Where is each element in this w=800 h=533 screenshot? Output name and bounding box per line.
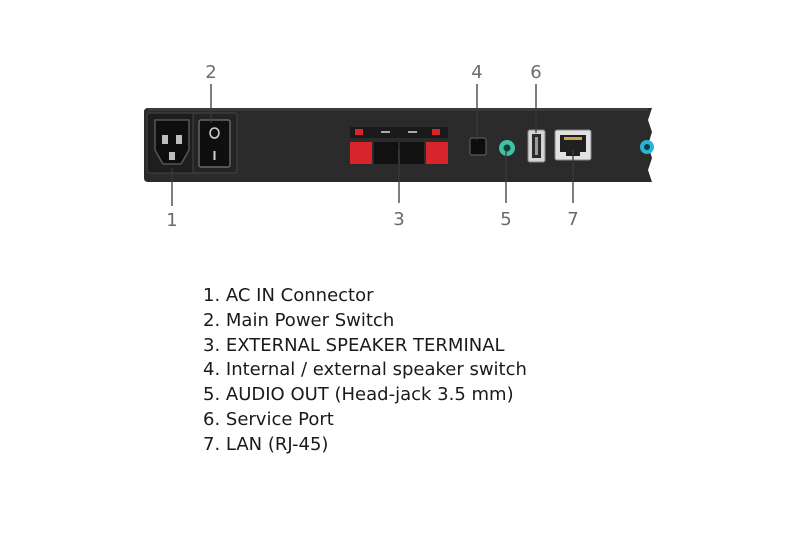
leader-lines	[171, 84, 574, 206]
rocker-switch-icon	[198, 119, 231, 168]
callout-4: 4	[471, 62, 482, 83]
legend-item-7: 7. LAN (RJ-45)	[203, 433, 329, 455]
callout-5: 5	[500, 209, 511, 230]
legend-item-5: 5. AUDIO OUT (Head-jack 3.5 mm)	[203, 384, 514, 406]
legend-item-6: 6. Service Port	[203, 408, 334, 430]
callout-7: 7	[567, 209, 578, 230]
rear-panel-diagram: 1 2 3 4 5 6 7	[144, 62, 654, 231]
lan-port	[554, 129, 592, 161]
audio-out-jack	[499, 140, 515, 156]
legend-item-4: 4. Internal / external speaker switch	[203, 359, 527, 381]
speaker-select-switch	[469, 137, 487, 156]
slide-switch-icon	[469, 137, 487, 156]
cyan-port	[640, 140, 654, 154]
callout-1: 1	[166, 210, 177, 231]
callout-3: 3	[393, 209, 404, 230]
legend-list: 1. AC IN Connector 2. Main Power Switch …	[203, 284, 527, 458]
callout-2: 2	[205, 62, 216, 83]
speaker-terminal	[350, 127, 448, 164]
legend-item-2: 2. Main Power Switch	[203, 309, 395, 331]
legend-item-1: 1. AC IN Connector	[203, 285, 374, 306]
legend-item-3: 3. EXTERNAL SPEAKER TERMINAL	[203, 334, 505, 356]
service-port	[527, 129, 546, 163]
iec-power-inlet-icon	[154, 119, 190, 165]
main-power-switch	[192, 112, 238, 174]
ac-in-connector	[146, 112, 198, 174]
callout-6: 6	[530, 62, 541, 83]
speaker-terminal-icon	[350, 127, 448, 164]
